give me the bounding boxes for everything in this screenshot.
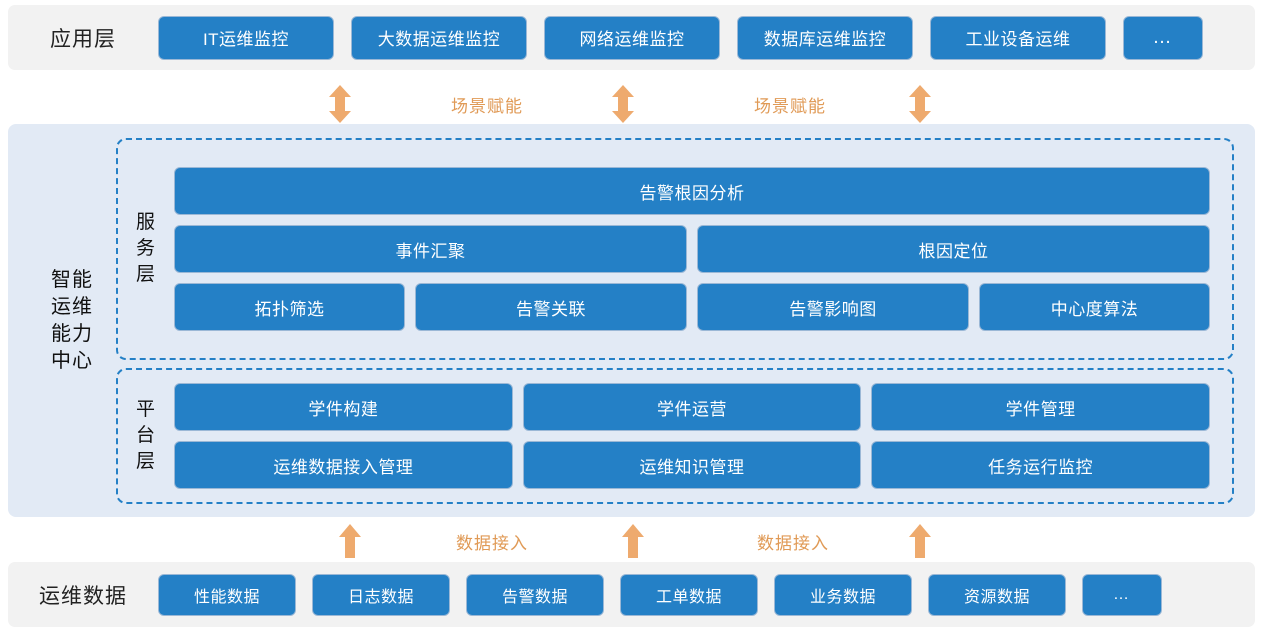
service-layer-rows: 告警根因分析事件汇聚根因定位拓扑筛选告警关联告警影响图中心度算法: [174, 167, 1232, 331]
operations-data-label: 运维数据: [39, 584, 127, 608]
center-title-line: 智能: [51, 268, 93, 291]
intelligent-ops-capability-center-panel: 智能运维能力中心 服务层 告警根因分析事件汇聚根因定位拓扑筛选告警关联告警影响图…: [8, 124, 1255, 517]
data-access-arrow-icon-2: [621, 520, 645, 562]
platform-layer-r2-box-3[interactable]: 任务运行监控: [871, 441, 1211, 489]
center-panel-title: 智能运维能力中心: [26, 267, 118, 375]
application-layer-item-6[interactable]: …: [1123, 15, 1203, 60]
application-layer-items: IT运维监控大数据运维监控网络运维监控数据库运维监控工业设备运维 …: [158, 5, 1255, 70]
application-layer-band: 应用层 IT运维监控大数据运维监控网络运维监控数据库运维监控工业设备运维 …: [8, 5, 1255, 70]
scene-enablement-label-2: 场景赋能: [754, 96, 826, 116]
data-access-arrow-icon-3: [908, 520, 932, 562]
scene-enablement-label-1: 场景赋能: [451, 96, 523, 116]
platform-layer-r2-box-1[interactable]: 运维数据接入管理: [174, 441, 513, 489]
data-access-label-1: 数据接入: [456, 533, 528, 553]
application-layer-item-5[interactable]: 工业设备运维: [930, 15, 1106, 60]
service-layer-label-char: 服: [135, 212, 156, 233]
platform-layer-row: 运维数据接入管理运维知识管理任务运行监控: [174, 441, 1211, 489]
data-access-arrow-icon-1: [338, 520, 362, 562]
scene-enablement-arrow-icon-1: [328, 83, 352, 125]
data-access-arrow-strip: 数据接入 数据接入: [0, 520, 1263, 562]
service-layer-r2-box-1[interactable]: 事件汇聚: [174, 225, 687, 273]
platform-layer-label-char: 台: [135, 425, 156, 446]
application-layer-item-1[interactable]: IT运维监控: [158, 15, 334, 60]
service-layer-label: 服务层: [118, 210, 174, 288]
application-layer-label: 应用层: [50, 27, 116, 51]
center-title-line: 能力: [51, 322, 93, 345]
platform-layer-r1-box-3[interactable]: 学件管理: [871, 383, 1211, 431]
operations-data-items: 性能数据日志数据告警数据工单数据业务数据资源数据 …: [158, 562, 1255, 627]
platform-layer-rows: 学件构建学件运营学件管理运维数据接入管理运维知识管理任务运行监控: [174, 383, 1232, 489]
service-layer-row: 拓扑筛选告警关联告警影响图中心度算法: [174, 283, 1210, 331]
service-layer-label-char: 层: [135, 264, 156, 285]
operations-data-item-1[interactable]: 性能数据: [158, 573, 296, 616]
scene-enablement-arrow-icon-2: [611, 83, 635, 125]
operations-data-item-5[interactable]: 业务数据: [774, 573, 912, 616]
service-layer-r3-box-3[interactable]: 告警影响图: [697, 283, 970, 331]
center-title-line: 运维: [51, 295, 93, 318]
platform-layer-zone: 平台层 学件构建学件运营学件管理运维数据接入管理运维知识管理任务运行监控: [116, 368, 1234, 504]
service-layer-r3-box-2[interactable]: 告警关联: [414, 283, 687, 331]
operations-data-item-3[interactable]: 告警数据: [466, 573, 604, 616]
application-layer-item-2[interactable]: 大数据运维监控: [351, 15, 527, 60]
scene-enablement-arrow-strip: 场景赋能 场景赋能: [0, 83, 1263, 125]
operations-data-item-2[interactable]: 日志数据: [312, 573, 450, 616]
service-layer-row: 告警根因分析: [174, 167, 1210, 215]
platform-layer-r2-box-2[interactable]: 运维知识管理: [522, 441, 862, 489]
service-layer-zone: 服务层 告警根因分析事件汇聚根因定位拓扑筛选告警关联告警影响图中心度算法: [116, 138, 1234, 360]
platform-layer-r1-box-2[interactable]: 学件运营: [522, 383, 862, 431]
platform-layer-label-char: 层: [135, 451, 156, 472]
service-layer-r2-box-2[interactable]: 根因定位: [697, 225, 1210, 273]
scene-enablement-arrow-icon-3: [908, 83, 932, 125]
platform-layer-row: 学件构建学件运营学件管理: [174, 383, 1211, 431]
data-access-label-2: 数据接入: [757, 533, 829, 553]
operations-data-item-6[interactable]: 资源数据: [928, 573, 1066, 616]
operations-data-item-7[interactable]: …: [1082, 573, 1162, 616]
platform-layer-label-char: 平: [135, 399, 156, 420]
center-title-line: 中心: [51, 349, 93, 372]
service-layer-r1-box-1[interactable]: 告警根因分析: [174, 167, 1210, 215]
service-layer-r3-box-4[interactable]: 中心度算法: [979, 283, 1210, 331]
application-layer-item-4[interactable]: 数据库运维监控: [737, 15, 913, 60]
operations-data-item-4[interactable]: 工单数据: [620, 573, 758, 616]
service-layer-row: 事件汇聚根因定位: [174, 225, 1210, 273]
platform-layer-label: 平台层: [118, 397, 174, 475]
operations-data-band: 运维数据 性能数据日志数据告警数据工单数据业务数据资源数据 …: [8, 562, 1255, 627]
platform-layer-r1-box-1[interactable]: 学件构建: [174, 383, 513, 431]
service-layer-r3-box-1[interactable]: 拓扑筛选: [174, 283, 405, 331]
service-layer-label-char: 务: [135, 238, 156, 259]
application-layer-item-3[interactable]: 网络运维监控: [544, 15, 720, 60]
